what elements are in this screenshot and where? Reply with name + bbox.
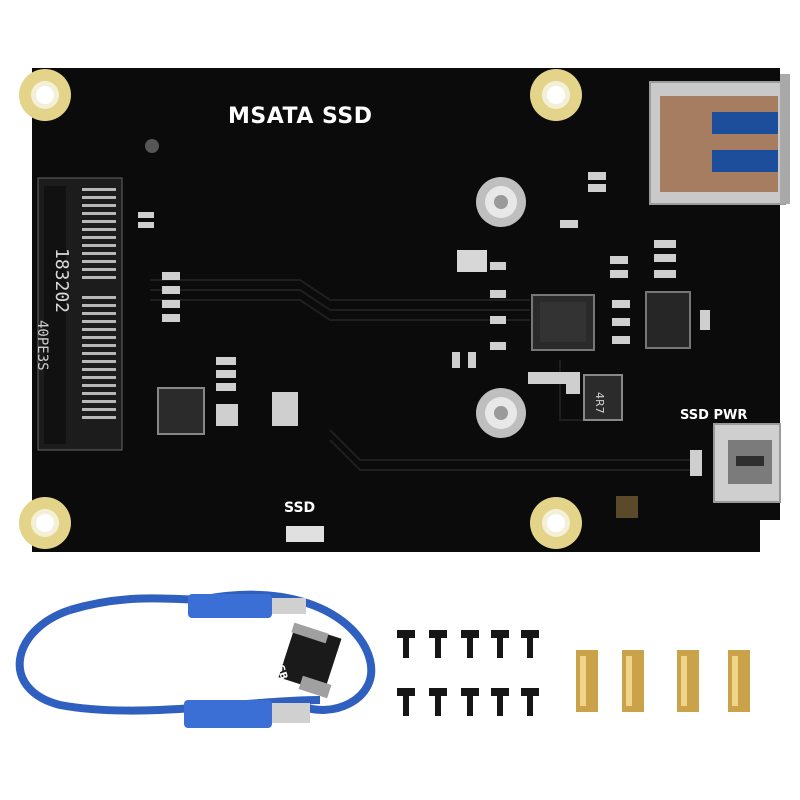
inductor bbox=[157, 387, 205, 435]
brass-standoffs bbox=[576, 650, 750, 712]
usb-cable bbox=[15, 590, 376, 728]
ssd-led-label: SSD bbox=[284, 500, 316, 516]
slot-code-secondary: 40PE3S bbox=[34, 320, 50, 371]
micro-usb-port bbox=[713, 423, 781, 503]
screws bbox=[397, 630, 539, 716]
usb-plug bbox=[184, 700, 272, 728]
mounting-hole bbox=[530, 69, 582, 121]
mounting-hole bbox=[19, 497, 71, 549]
pcb-board: 4R7 bbox=[19, 68, 790, 552]
usb-bridge-connector bbox=[278, 622, 342, 699]
inductor-code: 4R7 bbox=[593, 392, 606, 414]
ssd-led bbox=[286, 526, 324, 542]
board-standoff bbox=[476, 177, 526, 227]
test-pad bbox=[145, 139, 159, 153]
ssd-pwr-label: SSD PWR bbox=[680, 408, 748, 423]
usb-plug bbox=[188, 594, 272, 618]
inductor: 4R7 bbox=[583, 374, 623, 421]
controller-chip bbox=[531, 294, 595, 351]
board-standoff bbox=[476, 388, 526, 438]
msata-slot bbox=[37, 177, 123, 451]
crystal-oscillator bbox=[457, 250, 487, 272]
smd-components bbox=[138, 172, 710, 476]
mounting-hole bbox=[19, 69, 71, 121]
mounting-hole bbox=[530, 497, 582, 549]
board-title: MSATA SSD bbox=[228, 104, 373, 129]
secondary-chip bbox=[645, 291, 691, 349]
slot-code-primary: 183202 bbox=[51, 248, 72, 314]
status-led bbox=[616, 496, 638, 518]
usb-a-port bbox=[649, 74, 790, 205]
